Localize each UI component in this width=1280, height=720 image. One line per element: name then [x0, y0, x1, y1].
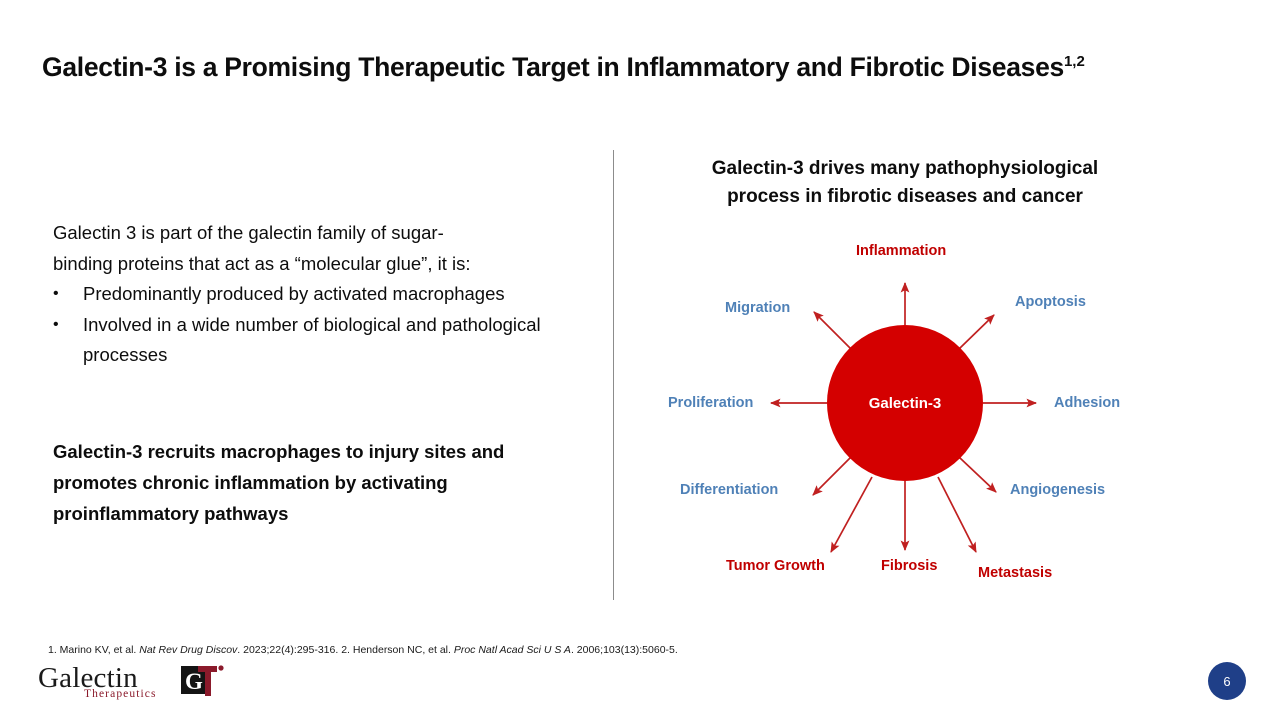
page-title-text: Galectin-3 is a Promising Therapeutic Ta… [42, 52, 1064, 82]
logo-gt-mark-icon: G [181, 665, 224, 696]
bullet-icon: • [53, 315, 59, 333]
diagram-heading: Galectin-3 drives many pathophysiologica… [660, 155, 1150, 211]
radial-diagram: Inflammation Apoptosis Adhesion Angiogen… [613, 210, 1280, 610]
intro-line-1: Galectin 3 is part of the galectin famil… [53, 222, 444, 243]
footnote-ref2-suffix: . 2006;103(13):5060-5. [570, 644, 678, 656]
footnote-ref1-suffix: . 2023;22(4):295-316. [237, 644, 339, 656]
node-label-proliferation: Proliferation [668, 395, 754, 411]
diagram-heading-line-2: process in fibrotic diseases and cancer [727, 186, 1083, 207]
page-title-superscript: 1,2 [1063, 53, 1085, 71]
node-label-inflammation: Inflammation [856, 243, 947, 259]
node-label-fibrosis: Fibrosis [881, 558, 938, 574]
list-item-label: Involved in a wide number of biological … [83, 313, 541, 366]
footnote-references: 1. Marino KV, et al. Nat Rev Drug Discov… [48, 644, 678, 656]
footnote-ref2-prefix: 2. Henderson NC, et al. [338, 644, 454, 656]
footnote-ref1-journal: Nat Rev Drug Discov [139, 644, 238, 656]
bullet-icon: • [53, 285, 59, 302]
footnote-ref1-prefix: 1. Marino KV, et al. [48, 644, 140, 656]
list-item: • Predominantly produced by activated ma… [53, 279, 573, 310]
list-item-label: Predominantly produced by activated macr… [83, 283, 505, 304]
center-node-label: Galectin-3 [868, 394, 942, 412]
page-title: Galectin-3 is a Promising Therapeutic Ta… [42, 52, 1242, 84]
center-node-circle [827, 325, 983, 481]
node-label-metastasis: Metastasis [978, 565, 1053, 581]
vertical-divider [613, 150, 614, 600]
node-label-tumor-growth: Tumor Growth [726, 558, 825, 574]
page-number-badge: 6 [1208, 662, 1246, 700]
logo-tagline: Therapeutics [84, 688, 157, 700]
left-content-column: Galectin 3 is part of the galectin famil… [53, 218, 573, 371]
svg-text:G: G [185, 669, 203, 694]
node-label-angiogenesis: Angiogenesis [1010, 482, 1106, 498]
logo-wordmark: Galectin [38, 662, 138, 694]
node-label-adhesion: Adhesion [1054, 395, 1121, 411]
diagram-heading-line-1: Galectin-3 drives many pathophysiologica… [711, 158, 1099, 179]
company-logo: Galectin Therapeutics G [38, 662, 228, 706]
list-item: • Involved in a wide number of biologica… [53, 310, 573, 371]
diagram-arrows [769, 281, 1038, 553]
intro-line-2: binding proteins that act as a “molecula… [53, 252, 471, 274]
node-label-apoptosis: Apoptosis [1015, 294, 1086, 310]
footnote-ref2-journal: Proc Natl Acad Sci U S A [453, 644, 571, 656]
node-label-differentiation: Differentiation [680, 482, 779, 498]
emphasis-paragraph: Galectin-3 recruits macrophages to injur… [53, 441, 505, 524]
node-label-migration: Migration [725, 300, 791, 316]
